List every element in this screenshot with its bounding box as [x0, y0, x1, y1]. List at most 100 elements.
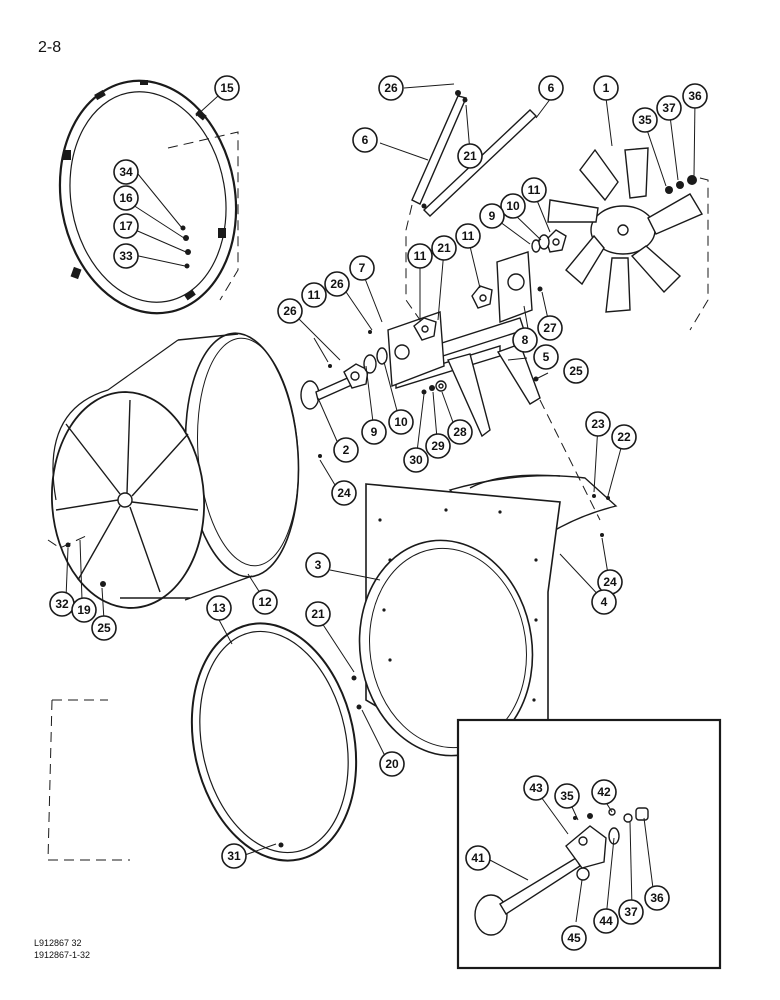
- callout-circle: [512, 327, 538, 353]
- callout-circle: [554, 783, 580, 809]
- callout-label: 8: [522, 333, 529, 347]
- callout-label: 34: [119, 165, 133, 179]
- callout-circle: [252, 589, 278, 615]
- callout-circle: [71, 597, 97, 623]
- callout-label: 3: [315, 558, 322, 572]
- callout-label: 23: [591, 417, 605, 431]
- callout-circle: [561, 925, 587, 951]
- callout-circle: [632, 107, 658, 133]
- callout-8: 8: [512, 327, 538, 353]
- callout-label: 36: [688, 89, 702, 103]
- callout-circle: [113, 185, 139, 211]
- callout-circle: [500, 193, 526, 219]
- callout-24: 24: [331, 480, 357, 506]
- callout-3: 3: [305, 552, 331, 578]
- callout-28: 28: [447, 419, 473, 445]
- callout-label: 35: [560, 789, 574, 803]
- callout-circle: [431, 235, 457, 261]
- callout-circle: [379, 751, 405, 777]
- callout-24: 24: [597, 569, 623, 595]
- callout-label: 26: [330, 277, 344, 291]
- callout-circle: [214, 75, 240, 101]
- callout-circle: [533, 344, 559, 370]
- callout-label: 29: [431, 439, 445, 453]
- callout-label: 2: [343, 443, 350, 457]
- callout-circle: [378, 75, 404, 101]
- callout-label: 25: [569, 364, 583, 378]
- callout-32: 32: [49, 591, 75, 617]
- callout-11: 11: [301, 282, 327, 308]
- callout-11: 11: [407, 243, 433, 269]
- callout-circle: [407, 243, 433, 269]
- callout-29: 29: [425, 433, 451, 459]
- callout-label: 11: [462, 229, 475, 243]
- callout-circle: [455, 223, 481, 249]
- callout-label: 25: [97, 621, 111, 635]
- callout-10: 10: [500, 193, 526, 219]
- callout-label: 43: [529, 781, 543, 795]
- callout-31: 31: [221, 843, 247, 869]
- callout-label: 45: [567, 931, 581, 945]
- callout-circle: [537, 315, 563, 341]
- callout-label: 27: [543, 321, 557, 335]
- callout-27: 27: [537, 315, 563, 341]
- callout-circle: [403, 447, 429, 473]
- callout-label: 30: [409, 453, 423, 467]
- callout-43: 43: [523, 775, 549, 801]
- callout-circle: [352, 127, 378, 153]
- callout-label: 28: [453, 425, 467, 439]
- callout-41: 41: [465, 845, 491, 871]
- callout-circle: [593, 908, 619, 934]
- callout-circle: [656, 95, 682, 121]
- callout-label: 36: [650, 891, 664, 905]
- inset-detail-box: [456, 718, 722, 970]
- callout-label: 33: [119, 249, 133, 263]
- callout-circle: [591, 779, 617, 805]
- callout-label: 21: [437, 241, 451, 255]
- callout-26: 26: [378, 75, 404, 101]
- callout-10: 10: [388, 409, 414, 435]
- callout-11: 11: [521, 177, 547, 203]
- callout-circle: [324, 271, 350, 297]
- fan-blade-assembly: [547, 147, 709, 331]
- callout-label: 1: [603, 81, 610, 95]
- callout-9: 9: [361, 419, 387, 445]
- callout-23: 23: [585, 411, 611, 437]
- callout-label: 37: [662, 101, 676, 115]
- callout-label: 44: [599, 914, 613, 928]
- callout-37: 37: [656, 95, 682, 121]
- bearing-bracket-assembly: [387, 229, 567, 438]
- callout-label: 24: [603, 575, 617, 589]
- callout-35: 35: [554, 783, 580, 809]
- callout-circle: [563, 358, 589, 384]
- callout-label: 11: [308, 288, 321, 302]
- callout-label: 16: [119, 191, 133, 205]
- callout-circle: [113, 159, 139, 185]
- callout-label: 31: [227, 849, 241, 863]
- callout-22: 22: [611, 424, 637, 450]
- callout-36: 36: [682, 83, 708, 109]
- callout-9: 9: [479, 203, 505, 229]
- callout-circle: [447, 419, 473, 445]
- callout-label: 10: [394, 415, 408, 429]
- callout-label: 21: [463, 149, 477, 163]
- callout-11: 11: [455, 223, 481, 249]
- callout-circle: [277, 298, 303, 324]
- figure-code-2: 1912867-1-32: [34, 950, 90, 960]
- callout-15: 15: [214, 75, 240, 101]
- callout-circle: [221, 843, 247, 869]
- callout-label: 10: [506, 199, 520, 213]
- callout-19: 19: [71, 597, 97, 623]
- callout-label: 32: [55, 597, 69, 611]
- callout-label: 35: [638, 113, 652, 127]
- callout-21: 21: [431, 235, 457, 261]
- callout-label: 12: [258, 595, 272, 609]
- callout-6: 6: [538, 75, 564, 101]
- callout-label: 26: [283, 304, 297, 318]
- callout-44: 44: [593, 908, 619, 934]
- callout-circle: [521, 177, 547, 203]
- shaft-assembly: [300, 330, 388, 410]
- callout-circle: [585, 411, 611, 437]
- callout-circle: [91, 615, 117, 641]
